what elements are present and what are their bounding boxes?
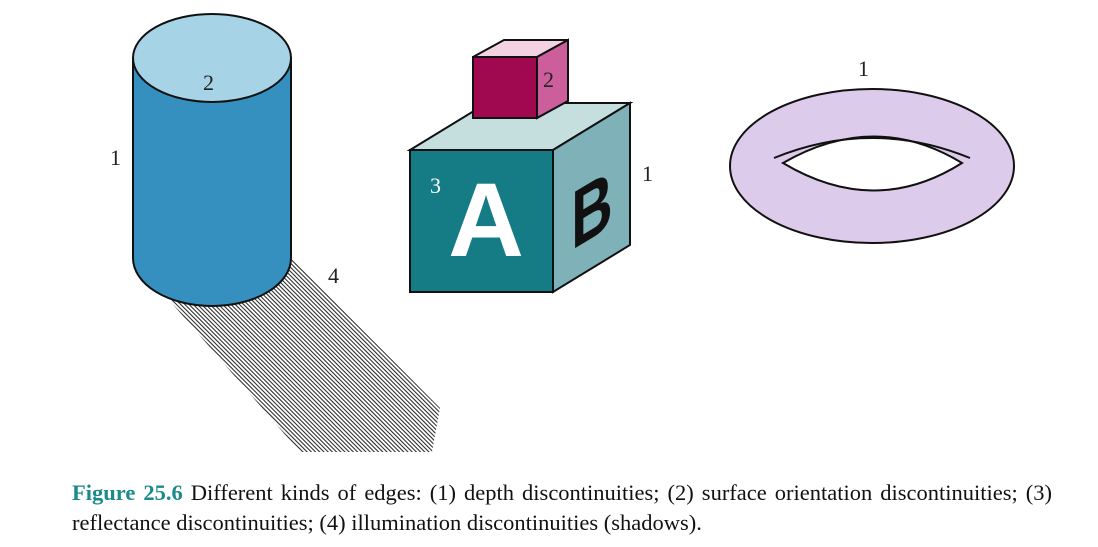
torus-hole-bottom-edge [782,162,963,192]
caption-label: Figure 25.6 [72,480,183,505]
label-cylinder-side: 1 [110,145,121,170]
figure-drawing: 2 1 4 A B 2 3 1 1 [110,13,1016,452]
torus-body [728,88,1016,244]
shadow-hatch-line [247,258,440,452]
shadow-hatch-line [277,258,440,452]
label-small-block: 2 [543,67,554,92]
torus-hole-top-edge [773,137,971,159]
cylinder: 2 1 4 [110,13,339,307]
shadow-hatch-line [256,258,440,452]
shadow-hatch-line [281,258,440,452]
figure-caption: Figure 25.6 Different kinds of edges: (1… [72,478,1052,538]
small-block-front-face [472,56,538,119]
torus: 1 [728,56,1016,244]
label-cube-front: 3 [430,173,441,198]
shadow-hatch-line [268,258,440,452]
label-cube-side: 1 [642,161,653,186]
caption-text: Different kinds of edges: (1) depth disc… [72,480,1052,535]
cylinder-body [132,57,292,307]
label-torus: 1 [858,56,869,81]
label-shadow: 4 [328,263,339,288]
block-stack: A B 2 3 1 [406,38,653,294]
shadow-hatch-line [260,258,440,452]
label-cylinder-top: 2 [203,70,214,95]
shadow-hatch-line [251,258,440,452]
cube-front-face [409,149,554,293]
letter-a: A [448,162,524,279]
shadow-hatch-line [272,258,440,452]
cylinder-top [132,13,292,103]
